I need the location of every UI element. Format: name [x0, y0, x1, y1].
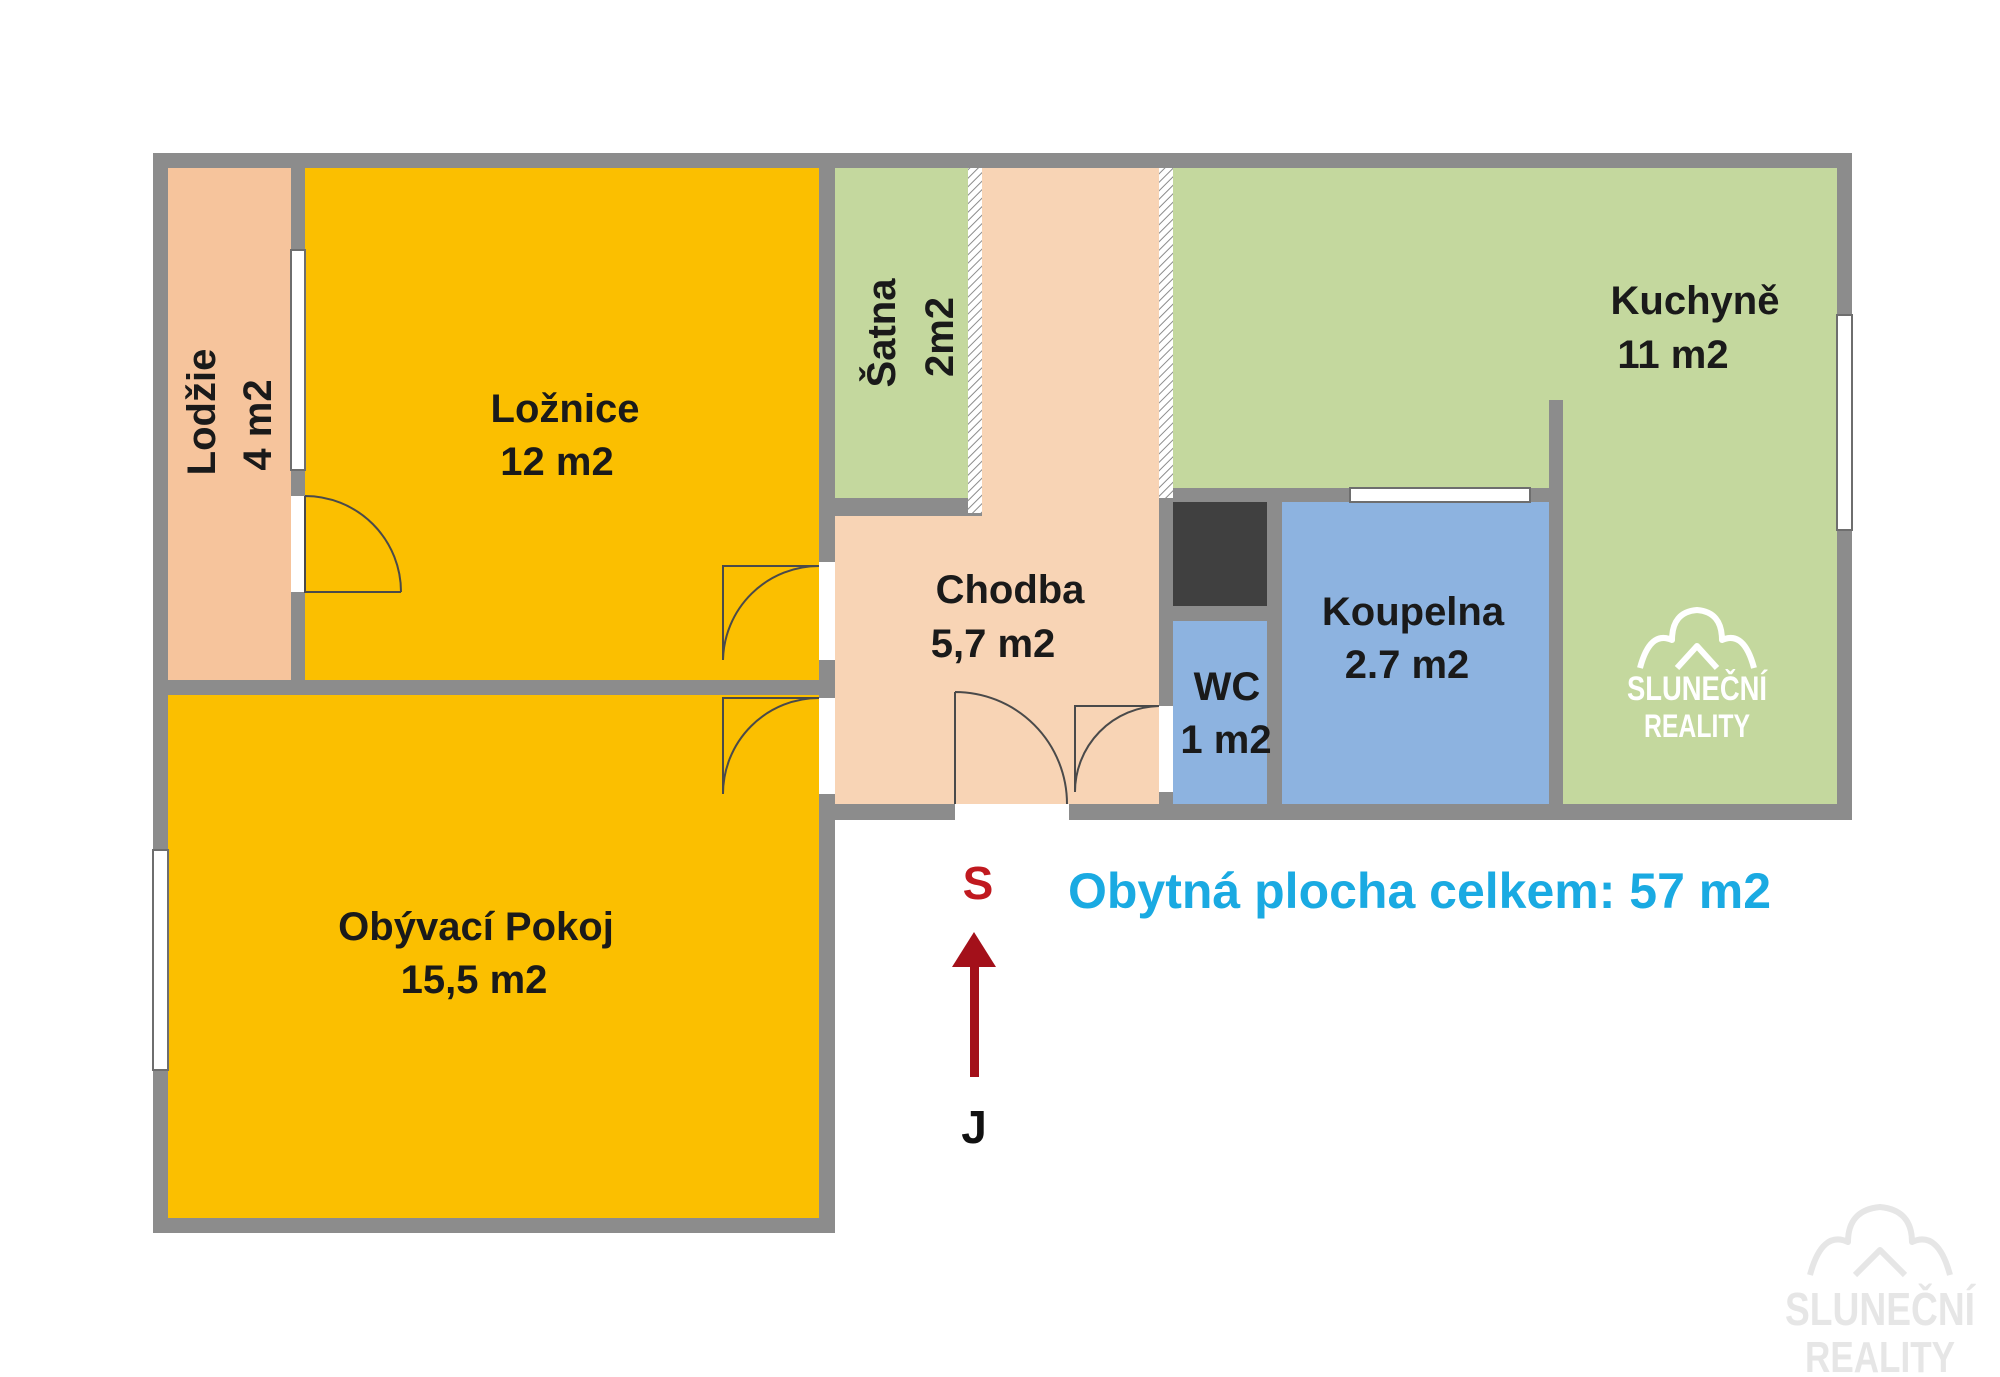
doors: [291, 495, 1173, 820]
obyvaci-name: Obývací Pokoj: [338, 905, 614, 949]
watermark-icon: [1807, 1204, 1953, 1278]
room-chodba: [835, 516, 1159, 804]
kitchen-partition: [1159, 168, 1173, 498]
compass-north-label: S: [963, 857, 994, 909]
logo-line1: SLUNEČNÍ: [1627, 669, 1768, 708]
lodzie-name: Lodžie: [180, 349, 224, 476]
installation-shaft: [1173, 502, 1267, 606]
sun-house-icon: [1637, 607, 1757, 671]
compass: S J: [952, 857, 996, 1153]
lodzie-area: 4 m2: [236, 379, 280, 470]
obyvaci-area: 15,5 m2: [401, 958, 548, 1002]
room-lodzie: [168, 168, 291, 680]
slunecni-reality-logo: SLUNEČNÍ REALITY: [1627, 607, 1768, 744]
watermark-line2: REALITY: [1805, 1333, 1955, 1377]
watermark-line1: SLUNEČNÍ: [1785, 1283, 1976, 1335]
compass-arrow-head: [952, 932, 996, 967]
wc-area: 1 m2: [1180, 718, 1271, 762]
chodba-name: Chodba: [936, 568, 1086, 612]
room-satna: [835, 168, 968, 498]
loznice-area: 12 m2: [500, 440, 613, 484]
room-obyvaci-pokoj: [168, 695, 819, 1218]
wc-name: WC: [1194, 665, 1261, 709]
loznice-name: Ložnice: [491, 387, 640, 431]
compass-south-label: J: [961, 1101, 987, 1153]
watermark: SLUNEČNÍ REALITY: [1785, 1204, 1976, 1377]
compass-arrow-shaft: [970, 965, 979, 1077]
kuchyne-name: Kuchyně: [1611, 279, 1780, 323]
satna-area: 2m2: [918, 297, 962, 377]
chodba-area: 5,7 m2: [931, 622, 1056, 666]
room-wc: [1173, 621, 1267, 804]
satna-partition: [968, 168, 982, 513]
windows: [152, 249, 1853, 1071]
koupelna-name: Koupelna: [1322, 590, 1505, 634]
room-loznice: [305, 168, 819, 680]
room-chodba-upper: [982, 168, 1159, 516]
room-koupelna: [1282, 502, 1549, 804]
koupelna-area: 2.7 m2: [1345, 643, 1470, 687]
satna-name: Šatna: [858, 278, 904, 388]
room-kuchyne: [1173, 168, 1837, 804]
kuchyne-divider-wall: [1549, 400, 1563, 804]
logo-line2: REALITY: [1644, 708, 1750, 744]
kuchyne-area: 11 m2: [1617, 333, 1728, 377]
total-area-label: Obytná plocha celkem: 57 m2: [1068, 863, 1771, 919]
